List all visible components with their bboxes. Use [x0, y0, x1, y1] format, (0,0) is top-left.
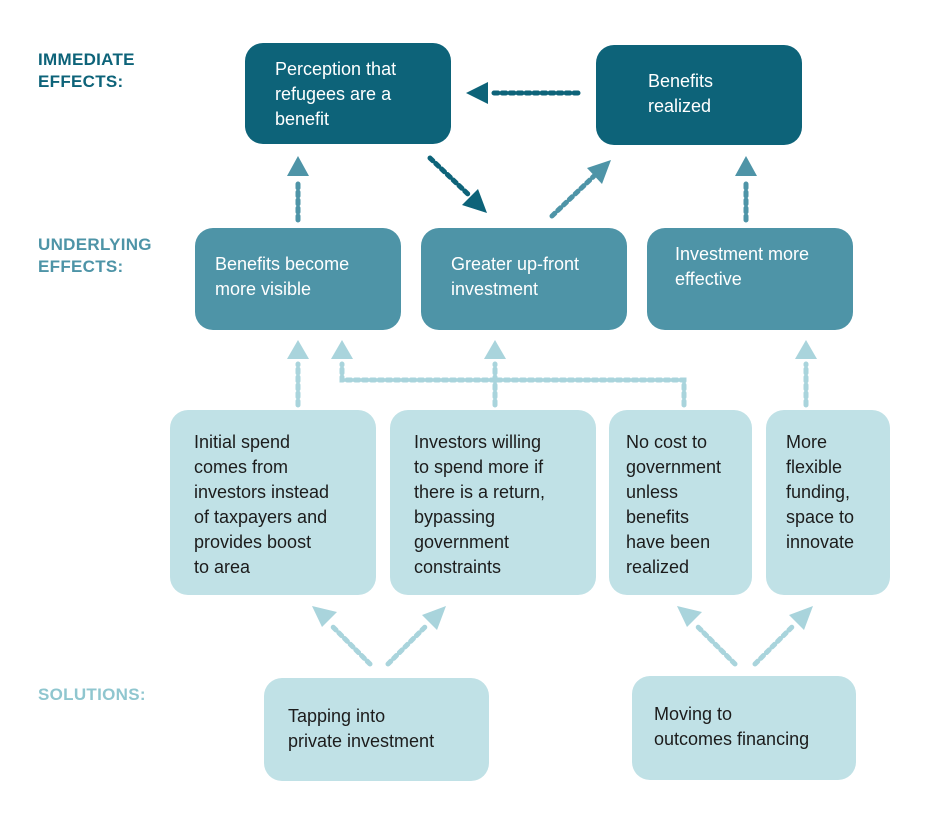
arrow-private-to-investors [385, 606, 446, 667]
box-tapping-private-investment: Tapping into private investment [264, 678, 489, 781]
arrow-upfront-to-realized [549, 160, 611, 219]
box-initial-spend: Initial spend comes from investors inste… [170, 410, 376, 595]
arrow-perception-to-upfront [427, 155, 487, 213]
arrow-outcomes-to-flexible [752, 606, 813, 667]
box-flexible-funding: More flexible funding, space to innovate [766, 410, 890, 595]
box-benefits-realized: Benefits realized [596, 45, 802, 145]
box-benefits-more-visible: Benefits become more visible [195, 228, 401, 330]
arrow-effective-to-realized [735, 156, 757, 223]
row-label-immediate-effects: IMMEDIATE EFFECTS: [38, 50, 135, 91]
box-moving-outcomes-financing: Moving to outcomes financing [632, 676, 856, 780]
arrow-investors-to-upfront [484, 340, 506, 408]
arrow-visible-to-perception [287, 156, 309, 223]
row-label-solutions: SOLUTIONS: [38, 685, 146, 704]
arrow-private-to-initial [312, 606, 373, 667]
arrow-realized-to-perception [466, 82, 581, 104]
box-investors-willing: Investors willing to spend more if there… [390, 410, 596, 595]
arrow-outcomes-to-nocost [677, 606, 738, 667]
arrow-flexible-to-effective [795, 340, 817, 408]
box-greater-upfront-investment: Greater up-front investment [421, 228, 627, 330]
box-investment-more-effective: Investment more effective [647, 228, 853, 330]
arrow-nocost-to-visible [492, 377, 687, 408]
arrow-investors-to-visible [331, 340, 498, 383]
box-no-cost-to-government: No cost to government unless benefits ha… [609, 410, 752, 595]
box-perception-refugees-benefit: Perception that refugees are a benefit [245, 43, 451, 144]
row-label-underlying-effects: UNDERLYING EFFECTS: [38, 235, 152, 276]
arrow-initial-to-visible [287, 340, 309, 408]
